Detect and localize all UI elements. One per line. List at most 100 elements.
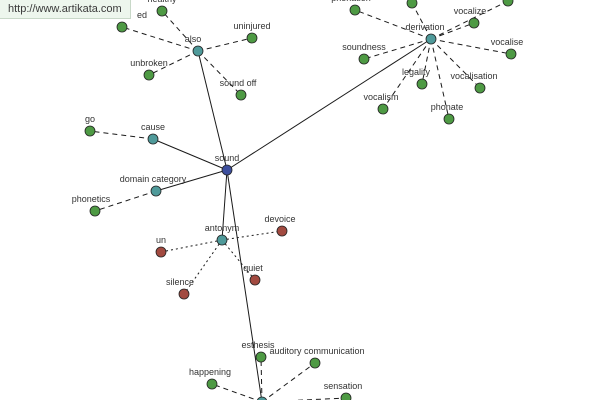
- node-bottom-hub[interactable]: [256, 396, 268, 400]
- edge-derivation-soundness: [363, 38, 432, 60]
- node-label: quiet: [243, 263, 263, 273]
- node-dot[interactable]: [178, 288, 190, 300]
- edge-derivation-legality: [421, 38, 432, 85]
- edge-also-unbroken: [148, 50, 199, 76]
- node-phonate[interactable]: phonate: [431, 102, 464, 125]
- node-phonetics[interactable]: phonetics: [72, 194, 111, 217]
- node-label: unbroken: [130, 58, 168, 68]
- node-dot[interactable]: [246, 32, 258, 44]
- node-dot[interactable]: [155, 246, 167, 258]
- node-domain-category[interactable]: domain category: [120, 174, 187, 197]
- node-esthesis[interactable]: esthesis: [241, 340, 275, 363]
- node-healthy[interactable]: healthy: [147, 0, 177, 17]
- node-devoice[interactable]: devoice: [264, 214, 296, 237]
- node-label: healthy: [147, 0, 177, 4]
- node-legality[interactable]: legality: [402, 67, 431, 90]
- node-dot[interactable]: [502, 0, 514, 7]
- edge-derivation-phonation: [354, 9, 432, 40]
- edge-derivation-vocalise: [430, 38, 512, 55]
- node-auditory-communication[interactable]: auditory communication: [269, 346, 365, 369]
- edge-bottom_hub-auditory_communication: [263, 362, 316, 400]
- node-dot[interactable]: [349, 4, 361, 16]
- node-phonation[interactable]: phonation: [331, 0, 371, 16]
- node-dot[interactable]: [474, 82, 486, 94]
- node-label: vocalism: [363, 92, 398, 102]
- edge-antonym-un: [160, 239, 223, 253]
- node-dot[interactable]: [255, 351, 267, 363]
- node-un[interactable]: un: [155, 235, 167, 258]
- node-dot[interactable]: [221, 164, 233, 176]
- node-label: sensation: [324, 381, 363, 391]
- edge-also-sound_off: [197, 50, 242, 96]
- edge-also-uninjured: [197, 37, 253, 52]
- node-dot[interactable]: [256, 396, 268, 400]
- node-unbroken[interactable]: unbroken: [130, 58, 168, 81]
- node-label: vocalisation: [450, 71, 497, 81]
- node-vocalise[interactable]: vocalise: [491, 37, 524, 60]
- node-vocalisation[interactable]: vocalisation: [450, 71, 498, 94]
- node-dot[interactable]: [156, 5, 168, 17]
- node-label: domain category: [120, 174, 187, 184]
- source-url-banner[interactable]: http://www.artikata.com: [0, 0, 131, 19]
- node-dot[interactable]: [147, 133, 159, 145]
- node-sound[interactable]: sound: [215, 153, 240, 176]
- node-label: vocalise: [491, 37, 524, 47]
- node-deriv-top[interactable]: [406, 0, 418, 9]
- edge-sound-bottom_hub: [226, 169, 263, 400]
- node-quiet[interactable]: quiet: [243, 263, 263, 286]
- node-also[interactable]: also: [185, 34, 204, 57]
- node-ed[interactable]: ed: [116, 10, 147, 33]
- node-label: esthesis: [241, 340, 275, 350]
- node-label: auditory communication: [269, 346, 364, 356]
- node-dot[interactable]: [358, 53, 370, 65]
- node-dot[interactable]: [150, 185, 162, 197]
- node-dot[interactable]: [235, 89, 247, 101]
- node-soundness[interactable]: soundness: [342, 42, 386, 65]
- edge-derivation-phonate: [430, 38, 450, 120]
- node-happening[interactable]: happening: [189, 367, 231, 390]
- node-dot[interactable]: [143, 69, 155, 81]
- edge-derivation-vocalisation: [430, 38, 481, 89]
- node-dot[interactable]: [216, 234, 228, 246]
- node-dot[interactable]: [505, 48, 517, 60]
- node-dot[interactable]: [84, 125, 96, 137]
- node-label: phonetics: [72, 194, 111, 204]
- node-vocalism[interactable]: vocalism: [363, 92, 399, 115]
- edge-also-ed: [121, 26, 199, 52]
- node-label: silence: [166, 277, 194, 287]
- node-dot[interactable]: [340, 392, 352, 400]
- node-dot[interactable]: [309, 357, 321, 369]
- node-sound-off[interactable]: sound off: [220, 78, 257, 101]
- node-dot[interactable]: [377, 103, 389, 115]
- node-dot[interactable]: [406, 0, 418, 9]
- node-label: phonate: [431, 102, 464, 112]
- node-layer: sound also derivation cause domain category a…: [72, 0, 524, 400]
- edge-antonym-silence: [183, 239, 223, 295]
- node-label: soundness: [342, 42, 386, 52]
- node-dot[interactable]: [416, 78, 428, 90]
- node-dot[interactable]: [116, 21, 128, 33]
- node-uninjured[interactable]: uninjured: [233, 21, 271, 44]
- edge-antonym-devoice: [221, 230, 283, 241]
- node-dot[interactable]: [89, 205, 101, 217]
- node-vocalize[interactable]: vocalize: [454, 6, 487, 29]
- node-dot[interactable]: [468, 17, 480, 29]
- node-label: un: [156, 235, 166, 245]
- node-dot[interactable]: [276, 225, 288, 237]
- node-go[interactable]: go: [84, 114, 96, 137]
- edge-derivation-vocalize: [430, 22, 475, 40]
- node-label: vocalize: [454, 6, 487, 16]
- node-derivation[interactable]: derivation: [405, 22, 445, 45]
- node-dot[interactable]: [249, 274, 261, 286]
- node-dot[interactable]: [443, 113, 455, 125]
- node-deriv-tr[interactable]: [502, 0, 514, 7]
- edge-bottom_hub-happening: [211, 383, 258, 400]
- node-sensation[interactable]: sensation: [324, 381, 363, 400]
- node-cause[interactable]: cause: [141, 122, 165, 145]
- edge-derivation-deriv_top: [411, 2, 432, 40]
- node-dot[interactable]: [206, 378, 218, 390]
- node-dot[interactable]: [192, 45, 204, 57]
- node-antonym[interactable]: antonym: [205, 223, 240, 246]
- node-silence[interactable]: silence: [166, 277, 194, 300]
- node-dot[interactable]: [425, 33, 437, 45]
